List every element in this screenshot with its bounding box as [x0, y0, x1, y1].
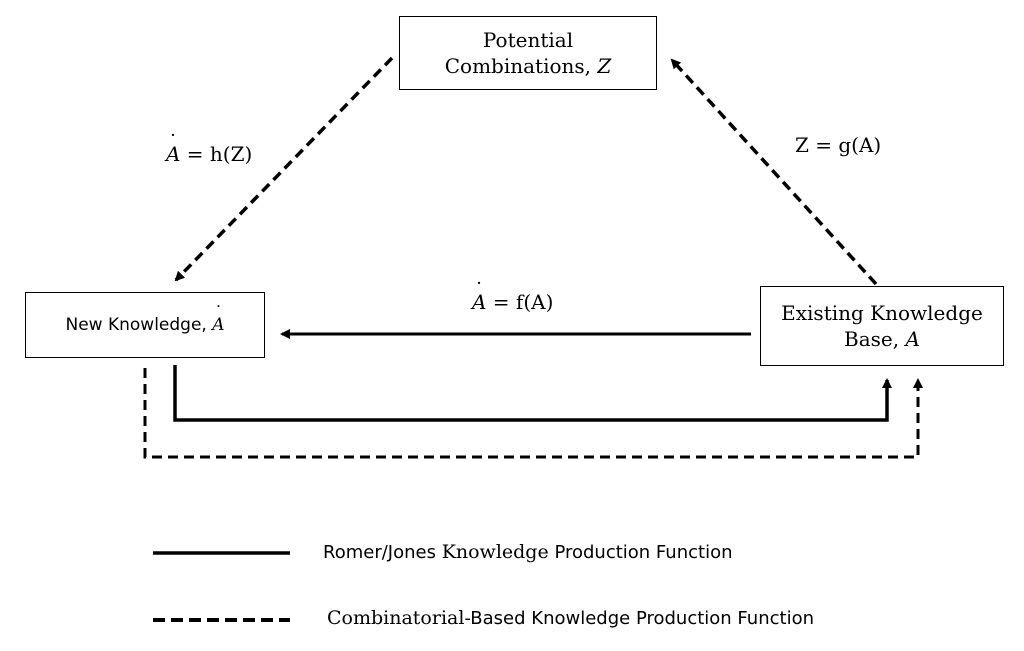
new-knowledge-label: New Knowledge, A [65, 302, 224, 336]
potential-var-z: Z [597, 54, 612, 78]
loop-combinatorial [143, 368, 923, 459]
edge-label-g-of-a: Z = g(A) [795, 133, 881, 157]
arrow-existing-to-potential [670, 58, 878, 286]
potential-line2-text: Combinations, [444, 54, 598, 78]
existing-line2: Base, A [844, 326, 920, 352]
existing-line2-text: Base, [844, 327, 906, 351]
h-rhs: = h(Z) [180, 142, 253, 166]
loop-romer-jones [173, 365, 892, 422]
potential-line1: Potential [482, 28, 574, 52]
legend-solid-part3: Production Function [548, 542, 733, 563]
existing-line1: Existing Knowledge [781, 301, 983, 325]
h-lhs: A [166, 130, 180, 166]
legend-dashed-label: Combinatorial-Based Knowledge Production… [327, 607, 814, 629]
new-knowledge-var: A [212, 302, 224, 336]
legend-solid-part1: Romer/Jones [323, 542, 442, 563]
legend-dashed-part1: Combinatorial [327, 607, 465, 629]
g-text: Z = g(A) [795, 133, 882, 157]
legend-solid-label: Romer/Jones Knowledge Production Functio… [323, 541, 733, 563]
node-potential-combinations: Potential Combinations, Z [399, 16, 657, 90]
arrow-potential-to-new [174, 56, 394, 282]
existing-var-a: A [905, 327, 920, 351]
node-existing-knowledge-base: Existing Knowledge Base, A [760, 286, 1004, 366]
potential-line2: Combinations, Z [445, 53, 612, 79]
f-rhs: = f(A) [486, 290, 554, 314]
legend-dashed-part2: -Based Knowledge Production Function [464, 608, 814, 629]
legend-solid-part2: Knowledge [441, 541, 549, 563]
node-new-knowledge: New Knowledge, A [25, 292, 265, 358]
edge-label-h-of-z: A = h(Z) [166, 130, 253, 166]
new-knowledge-text: New Knowledge, [65, 314, 213, 335]
edge-label-f-of-a: A = f(A) [472, 278, 554, 314]
f-lhs: A [472, 278, 486, 314]
